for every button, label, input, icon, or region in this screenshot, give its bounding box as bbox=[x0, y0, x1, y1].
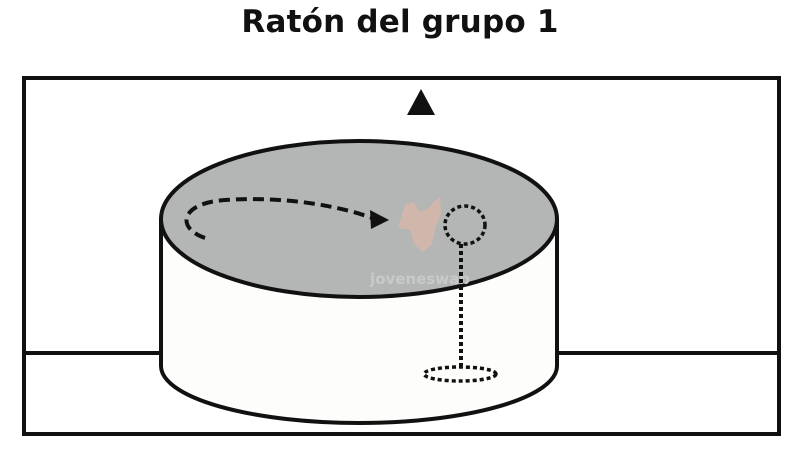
platform-top bbox=[159, 139, 559, 299]
circling-loop bbox=[443, 204, 487, 246]
watermark-text: joveneswab bbox=[369, 270, 470, 288]
mouse-path-arrow bbox=[184, 197, 373, 240]
landing-spot bbox=[422, 365, 498, 383]
page-title: Ratón del grupo 1 bbox=[241, 4, 559, 40]
up-triangle-icon bbox=[407, 89, 435, 115]
outer-frame bbox=[22, 76, 781, 436]
watermark-logo bbox=[398, 196, 441, 252]
arrowhead-icon bbox=[370, 210, 389, 229]
